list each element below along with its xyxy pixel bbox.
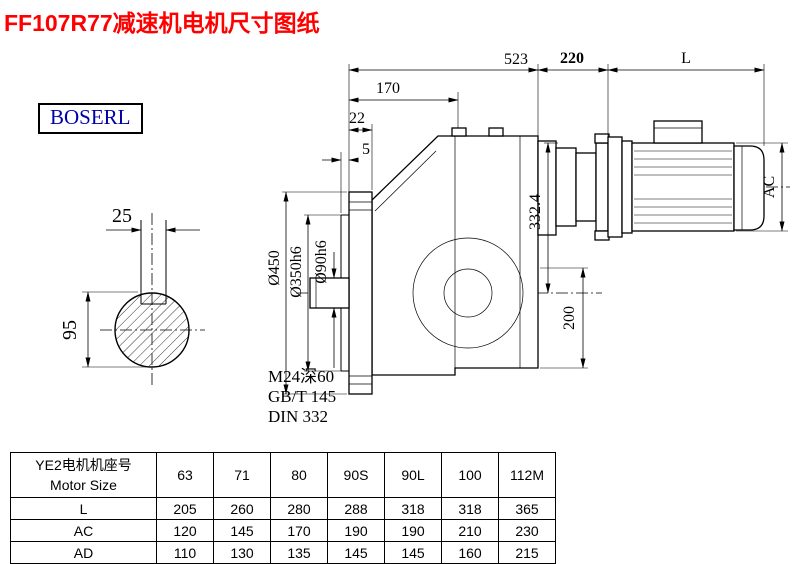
page-title: FF107R77减速机电机尺寸图纸 [4,10,320,36]
motor-adapter [537,133,610,241]
motor-size-header-cn: YE2电机机座号 [35,457,132,473]
table-header-row: YE2电机机座号 Motor Size 63 71 80 90S 90L 100… [10,452,556,498]
brand-logo-text: BOSERL [50,105,131,129]
motor-drawing [607,120,765,238]
table-cell: 135 [270,541,328,564]
top-bolt-1 [451,127,467,137]
table-cell: 205 [156,497,214,520]
table-cell: 260 [213,497,271,520]
top-bolt-2 [488,127,504,137]
bearing-cover-circle [412,237,524,349]
size-col-5: 100 [441,452,499,498]
dim-flange-dia: Ø450 [266,191,347,395]
dim-AC-label: AC [761,176,778,198]
dim-170-label: 170 [376,80,400,97]
table-cell: 145 [213,519,271,542]
technical-drawing: 25 95 [59,50,790,426]
dim-200-label: 200 [561,306,578,330]
table-row-L: L 205 260 280 288 318 318 365 [10,497,556,520]
dim-3324-label: 332.4 [527,194,544,230]
table-cell: 215 [498,541,556,564]
dim-L-label: L [681,50,691,67]
thread-spec: M24深60 GB/T 145 DIN 332 [268,367,336,426]
adapter-bolt-top [594,133,610,144]
dim-L: L [607,50,765,73]
dim-5: 5 [322,141,370,213]
dim-key-height: 95 [59,291,150,368]
size-col-4: 90L [384,452,442,498]
table-cell: 170 [270,519,328,542]
adapter-bolt-bottom [594,230,610,241]
size-col-3: 90S [327,452,385,498]
dimension-annotations: 523 220 L 170 22 5 [266,50,788,426]
shaft-end-view: 25 95 [59,205,205,386]
table-cell: 318 [441,497,499,520]
output-shaft [309,277,350,309]
terminal-box [653,120,703,144]
dim-523-label: 523 [504,51,528,68]
standard-din-label: DIN 332 [268,407,328,426]
dim-200: 200 [540,267,588,369]
table-row-AC: AC 120 145 170 190 190 210 230 [10,519,556,542]
output-flange [348,191,373,395]
motor-size-header-cell: YE2电机机座号 Motor Size [10,452,157,498]
gearbox-side-view [296,127,790,395]
motor-size-header-en: Motor Size [50,477,117,493]
tap-spec-label: M24深60 [268,367,334,386]
table-cell: 230 [498,519,556,542]
dim-key-width: 25 [106,205,200,233]
shaft-boss-circle [443,268,493,318]
table-cell: 190 [327,519,385,542]
table-cell: 120 [156,519,214,542]
row-label: L [10,497,157,520]
dim-5-label: 5 [362,141,370,158]
size-col-2: 80 [270,452,328,498]
row-label: AD [10,541,157,564]
dim-523: 523 [348,51,539,73]
motor-flange-ring [607,136,623,238]
table-cell: 110 [156,541,214,564]
table-cell: 190 [384,519,442,542]
table-cell: 210 [441,519,499,542]
dim-AC: AC [736,142,788,232]
motor-body [631,142,735,232]
fan-cowl [733,145,765,231]
dim-spigot-dia-label: Ø350h6 [288,246,305,298]
dim-22: 22 [348,110,373,190]
row-label: AC [10,519,157,542]
size-col-0: 63 [156,452,214,498]
table-cell: 145 [384,541,442,564]
table-cell: 160 [441,541,499,564]
shaft-section-circle [114,292,190,368]
dim-shaft-dia-label: Ø90h6 [313,240,330,284]
motor-dimension-table: YE2电机机座号 Motor Size 63 71 80 90S 90L 100… [10,452,556,564]
standard-gb-label: GB/T 145 [268,387,336,406]
table-cell: 145 [327,541,385,564]
table-cell: 365 [498,497,556,520]
brand-logo: BOSERL [38,103,143,134]
dim-shaft-dia: Ø90h6 [313,240,337,368]
dim-key-height-label: 95 [59,320,81,340]
table-cell: 318 [384,497,442,520]
dim-22-label: 22 [349,110,365,127]
dim-key-width-label: 25 [112,205,132,227]
dim-flange-dia-label: Ø450 [266,250,283,286]
dim-spigot-dia: Ø350h6 [288,214,341,372]
table-cell: 280 [270,497,328,520]
size-col-6: 112M [498,452,556,498]
dim-170: 170 [348,80,459,128]
dim-220: 220 [537,50,609,73]
table-cell: 130 [213,541,271,564]
table-cell: 288 [327,497,385,520]
dim-220-label: 220 [560,50,584,67]
table-row-AD: AD 110 130 135 145 145 160 215 [10,541,556,564]
size-col-1: 71 [213,452,271,498]
